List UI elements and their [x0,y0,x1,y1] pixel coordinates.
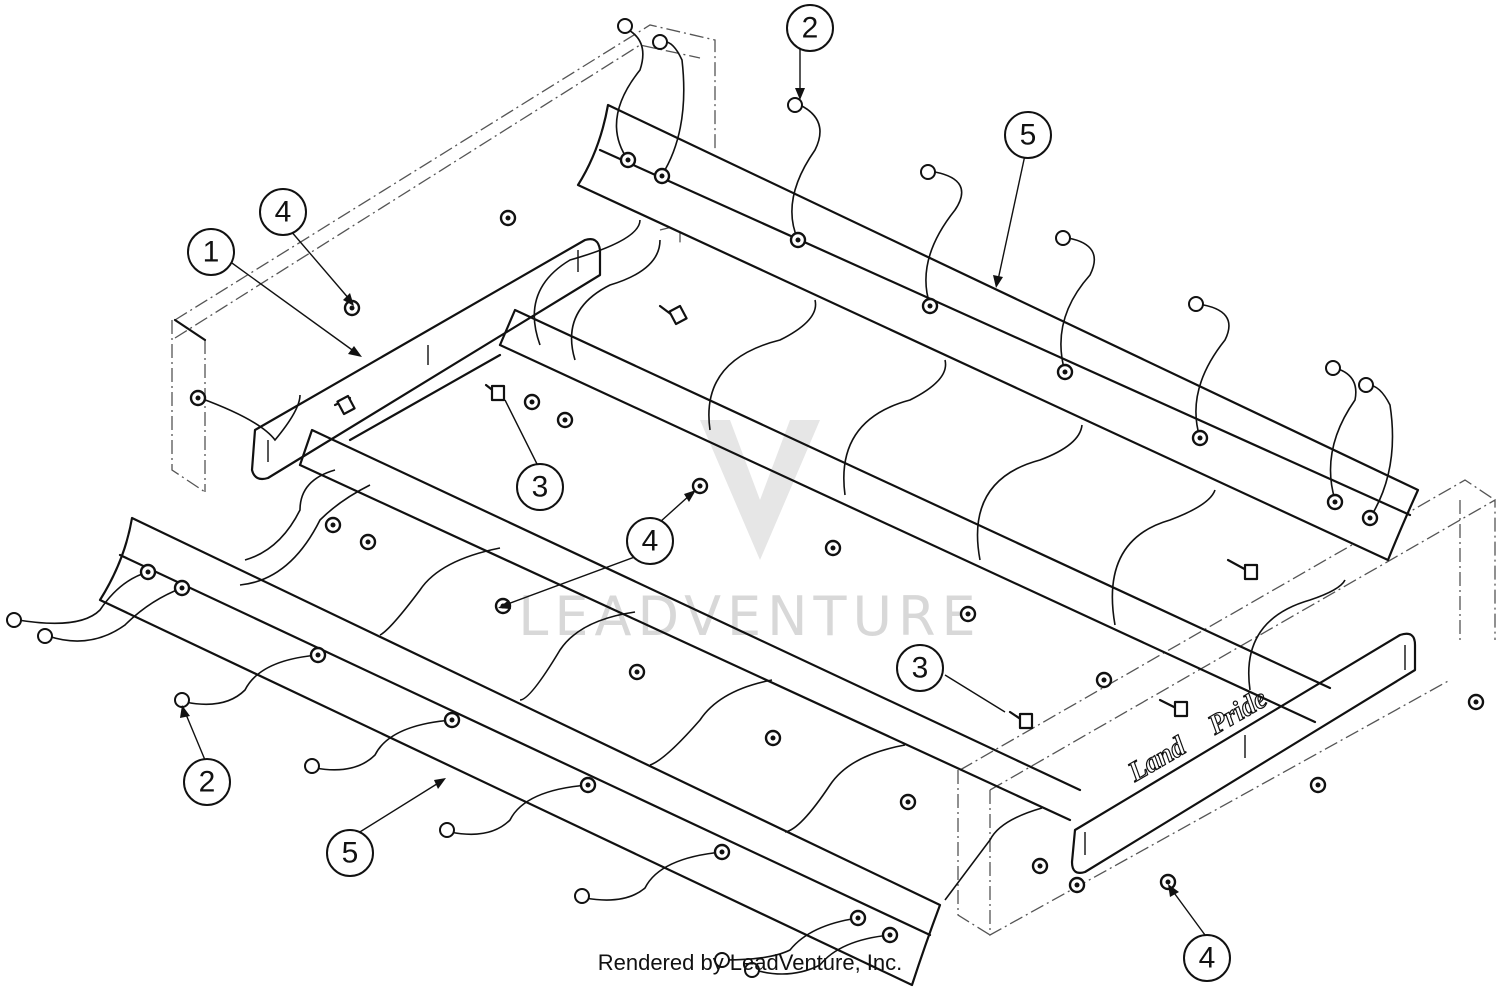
chain-pin [439,822,455,838]
hex-nut [139,563,157,581]
bolt [658,304,688,326]
chain-pin [6,612,22,628]
callout-5-label: 5 [342,837,359,870]
hex-nut [653,167,671,185]
callout-1-label: 1 [203,236,220,269]
callout-4-middle: 4 [626,517,674,565]
chain-pin [652,34,668,50]
hex-nuts [139,151,1485,944]
hex-nut [556,411,574,429]
callouts: 1 2 2 3 3 4 4 4 [183,4,1231,982]
callout-5-bottom: 5 [326,829,374,877]
callout-4-label: 4 [275,196,292,229]
callout-3-right: 3 [896,644,944,692]
hex-nut [1326,493,1344,511]
callout-3-label: 3 [532,471,549,504]
bolts [333,304,1259,730]
hex-nut [324,516,342,534]
callout-4-label: 4 [1199,942,1216,975]
chain-wires [17,27,1394,975]
hex-nut [1191,429,1209,447]
chain-pin [920,164,936,180]
hex-nut [1309,776,1327,794]
hex-nut [1361,509,1379,527]
hex-nut [359,533,377,551]
hex-nut [881,926,899,944]
hex-nut [713,843,731,861]
hex-nut [764,729,782,747]
chain-pin [574,888,590,904]
hex-nut [789,231,807,249]
watermark: LEADVENTURE [518,420,981,648]
bolt [484,383,506,402]
callout-2-label: 2 [802,12,819,45]
callout-4-label: 4 [642,525,659,558]
hex-nut [691,477,709,495]
callout-2-top: 2 [786,4,834,52]
callout-3-label: 3 [912,652,929,685]
bolt [333,394,356,416]
chain-pins [6,18,1374,978]
left-deck-phantom [171,24,716,493]
rear-mounting-bracket [250,238,602,481]
callout-2-bottom: 2 [183,758,231,806]
hex-nut [824,539,842,557]
chain-pin [174,692,190,708]
chain-pin [617,18,633,34]
hex-nut [1095,671,1113,689]
chain-pin [787,97,803,113]
chain-pin [714,952,730,968]
rear-flap [576,103,1420,562]
hex-nut [523,393,541,411]
hex-nut [1068,876,1086,894]
render-credit: Rendered by LeadVenture, Inc. [597,950,903,975]
hex-nut [443,711,461,729]
callout-5-top: 5 [1004,111,1052,159]
callout-4-left: 4 [259,188,307,236]
callout-3-left: 3 [516,463,564,511]
chain-pin [744,962,760,978]
hex-nut [499,209,517,227]
watermark-logo-icon [700,420,820,560]
hex-nut [173,579,191,597]
chain-pin [1055,230,1071,246]
hex-nut [1159,873,1177,891]
leader-lines [180,48,1206,936]
hex-nut [1031,857,1049,875]
watermark-text: LEADVENTURE [518,585,981,648]
callout-4-right: 4 [1183,934,1231,982]
hex-nut [309,646,327,664]
hex-nut [619,151,637,169]
bolt [1008,710,1034,730]
inner-rails [298,308,1332,822]
hex-nut [959,605,977,623]
hex-nut [849,909,867,927]
callout-2-label: 2 [199,766,216,799]
bolt [1158,698,1189,718]
bolt [1226,558,1259,581]
hex-nut [1467,693,1485,711]
chain-pin [37,628,53,644]
hex-nut [921,297,939,315]
hex-nut [899,793,917,811]
hex-nut [628,663,646,681]
chain-pin [1325,360,1341,376]
hex-nut [579,776,597,794]
callout-5-label: 5 [1020,119,1037,152]
chain-pin [1358,377,1374,393]
hex-nut [1056,363,1074,381]
chain-pin [1188,296,1204,312]
chain-pin [304,758,320,774]
hex-nut [189,389,207,407]
front-mounting-bracket: Land Pride [1070,632,1417,874]
callout-1: 1 [187,228,235,276]
front-flap [98,516,942,987]
